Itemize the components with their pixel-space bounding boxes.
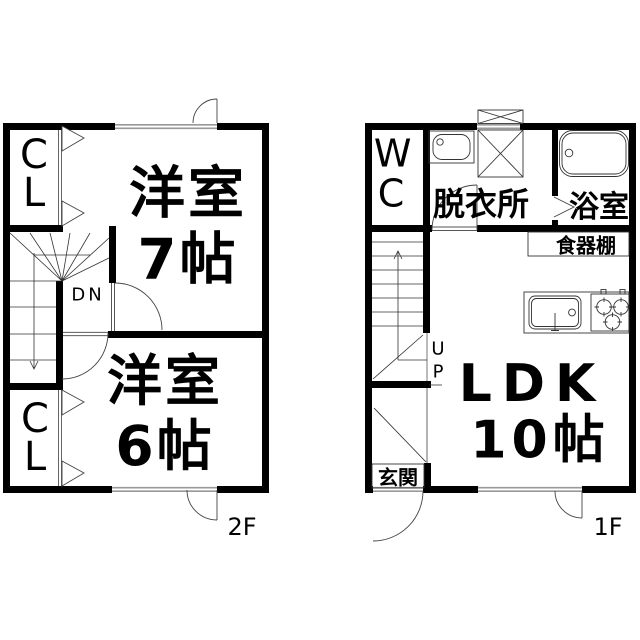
floor-2f-label: 2F (227, 513, 257, 541)
2f-closet-door-triangles (61, 125, 85, 487)
entrance-label: 玄関 (378, 465, 418, 490)
1f-stair-arrow (393, 250, 403, 360)
bedroom-6-label: 洋室 6帖 (107, 349, 223, 479)
terrace-door-arc (554, 490, 583, 519)
stove-burners (594, 297, 629, 331)
closet-bottom-label: CL (21, 396, 49, 480)
bathroom-folding-door (553, 196, 576, 218)
2f-room7-door-leaf (111, 283, 115, 331)
1f-fixtures (428, 109, 630, 334)
bathroom-label: 浴室 (569, 190, 629, 225)
bedroom-7-size: 7帖 (137, 227, 239, 292)
entrance-door-arc (372, 490, 424, 542)
wc-label: WC (373, 131, 412, 216)
2f-stairs (9, 232, 110, 370)
cupboard-label: 食器棚 (556, 233, 616, 258)
2f-doors (61, 98, 218, 521)
ldk-name-label: LDK (458, 354, 606, 414)
water-heater (477, 109, 524, 124)
kitchen-drain (551, 313, 559, 331)
ldk-size-label: 10帖 (470, 410, 610, 471)
closet-top-label: CL (20, 132, 48, 216)
2f-window-openings (112, 123, 217, 493)
entrance-area (371, 388, 428, 489)
stove (590, 293, 630, 332)
bedroom-6-size: 6帖 (115, 414, 215, 478)
dressing-room-door-arc (431, 184, 478, 231)
2f-walls (3, 123, 269, 493)
2f-room7-door-arc (114, 282, 163, 331)
1f-stairs (372, 241, 442, 386)
bedroom-7-label: 洋室 7帖 (129, 161, 247, 292)
bedroom-7-name: 洋室 (129, 161, 247, 227)
stairs-down-label: DN (71, 284, 105, 306)
kitchen-faucet (568, 308, 576, 317)
1f-doors (372, 184, 583, 542)
vanity-sink (428, 130, 475, 164)
bedroom-6-name: 洋室 (106, 349, 224, 414)
cupboard-box (527, 231, 630, 257)
2f-stair-arrow (29, 253, 39, 370)
washing-machine-pan (477, 129, 524, 178)
2f-closet-partitions (58, 130, 62, 486)
entrance-step-line (373, 407, 427, 463)
2f-bottom-door-arc (186, 489, 218, 521)
entrance-label-box (371, 463, 425, 489)
2f-room6-door-arc (61, 332, 109, 380)
dressing-room-door-opening (432, 226, 477, 231)
stairs-up-label: UP (431, 338, 445, 383)
kitchen-counter (523, 289, 630, 334)
floor-1f-label: 1F (593, 513, 623, 541)
2f-room6-door-leaf (63, 331, 108, 337)
dressing-room-label: 脱衣所 (432, 185, 530, 223)
2f-balcony-door-arc (192, 98, 218, 124)
1f-walls (365, 123, 636, 493)
bathtub (559, 130, 629, 177)
vanity-faucet (436, 138, 444, 146)
